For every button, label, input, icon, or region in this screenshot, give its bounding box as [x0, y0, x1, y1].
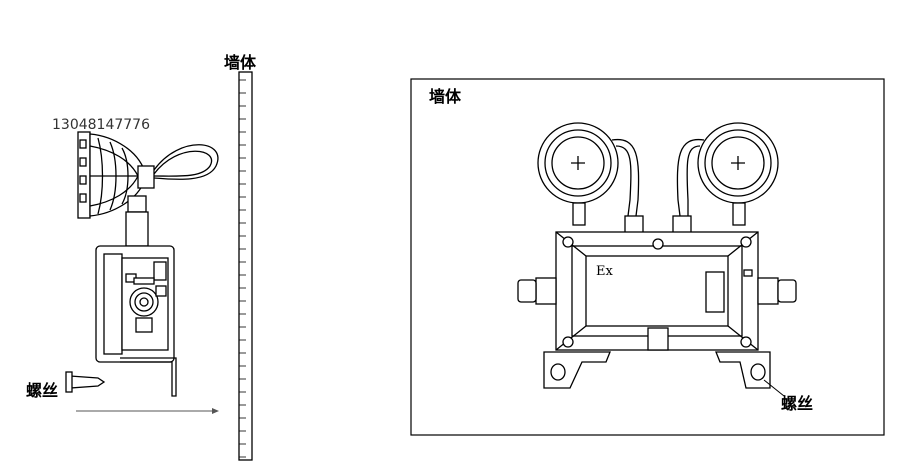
- cable-glands: [517, 277, 797, 305]
- screw-label-right: 螺丝: [781, 394, 813, 413]
- cables-front: [611, 138, 705, 235]
- lamp-left-front: [537, 122, 619, 226]
- phone-number: 13048147776: [52, 117, 150, 133]
- lamp-head-side: [77, 131, 219, 247]
- wall-frame: [410, 78, 885, 436]
- screw-side: [65, 371, 106, 393]
- front-view: 墙体: [410, 78, 885, 436]
- ex-mark: Ex: [596, 264, 613, 279]
- main-box-front: Ex: [555, 231, 759, 351]
- side-view: 墙体 13048147776: [26, 53, 257, 461]
- mounting-feet: [543, 351, 785, 397]
- screw-label-left: 螺丝: [26, 381, 58, 400]
- wall-label-right: 墙体: [429, 87, 462, 106]
- wall-column: [238, 71, 253, 461]
- lamp-right-front: [697, 122, 779, 226]
- wall-label-left: 墙体: [224, 53, 257, 72]
- box-body-side: [95, 245, 177, 397]
- direction-arrow: [76, 408, 219, 414]
